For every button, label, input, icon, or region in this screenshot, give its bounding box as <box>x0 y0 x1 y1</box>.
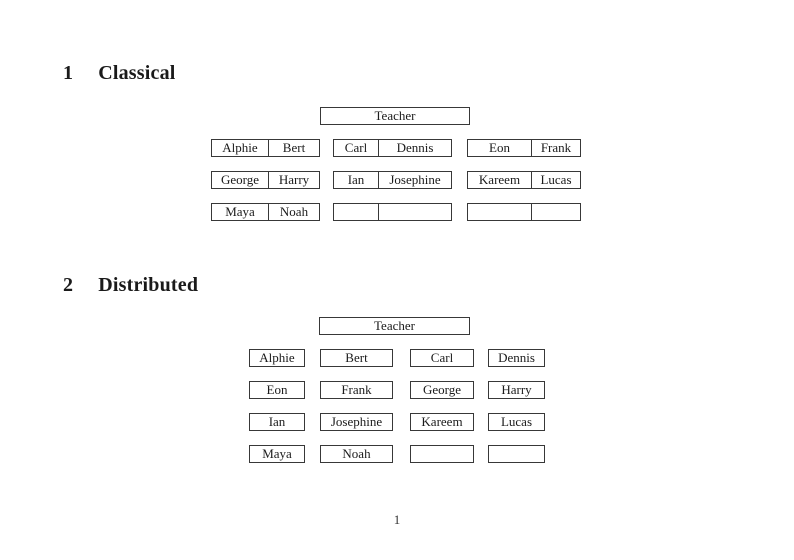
section-heading-distributed: 2 Distributed <box>63 273 198 297</box>
seat: Lucas <box>531 172 580 188</box>
desk: Harry <box>488 381 545 399</box>
desk-empty <box>410 445 474 463</box>
desk: Lucas <box>488 413 545 431</box>
section-number: 2 <box>63 274 74 296</box>
seat: George <box>220 172 260 187</box>
desk-empty <box>467 203 581 221</box>
desk: George <box>410 381 474 399</box>
seat-empty <box>468 204 531 220</box>
seat: Josephine <box>378 172 451 188</box>
seat: Alphie <box>222 140 258 155</box>
desk: Kareem Lucas <box>467 171 581 189</box>
desk: Eon <box>249 381 305 399</box>
seat: Harry <box>268 172 319 188</box>
desk-empty <box>488 445 545 463</box>
seat-empty <box>334 204 378 220</box>
seat: Carl <box>344 140 368 155</box>
desk: Kareem <box>410 413 474 431</box>
seat: Kareem <box>478 172 521 187</box>
desk: Alphie <box>249 349 305 367</box>
teacher-box-classical: Teacher <box>320 107 470 125</box>
desk: Frank <box>320 381 393 399</box>
desk-empty <box>333 203 452 221</box>
desk: Josephine <box>320 413 393 431</box>
desk: Maya <box>249 445 305 463</box>
teacher-box-distributed: Teacher <box>319 317 470 335</box>
desk: Noah <box>320 445 393 463</box>
desk: Carl <box>410 349 474 367</box>
section-number: 1 <box>63 62 74 84</box>
desk: Dennis <box>488 349 545 367</box>
desk: Carl Dennis <box>333 139 452 157</box>
seat: Eon <box>489 140 510 155</box>
seat-empty <box>378 204 451 220</box>
seat: Maya <box>225 204 255 219</box>
seat: Dennis <box>378 140 451 156</box>
desk: Maya Noah <box>211 203 320 221</box>
seat-empty <box>531 204 580 220</box>
section-title: Classical <box>98 62 176 84</box>
seat: Ian <box>347 172 365 187</box>
seat: Bert <box>268 140 319 156</box>
section-heading-classical: 1 Classical <box>63 61 176 85</box>
page-number: 1 <box>393 512 401 527</box>
desk: George Harry <box>211 171 320 189</box>
seat: Frank <box>531 140 580 156</box>
desk: Alphie Bert <box>211 139 320 157</box>
section-title: Distributed <box>98 274 199 296</box>
desk: Ian Josephine <box>333 171 452 189</box>
desk: Bert <box>320 349 393 367</box>
seat: Noah <box>268 204 319 220</box>
desk: Eon Frank <box>467 139 581 157</box>
desk: Ian <box>249 413 305 431</box>
